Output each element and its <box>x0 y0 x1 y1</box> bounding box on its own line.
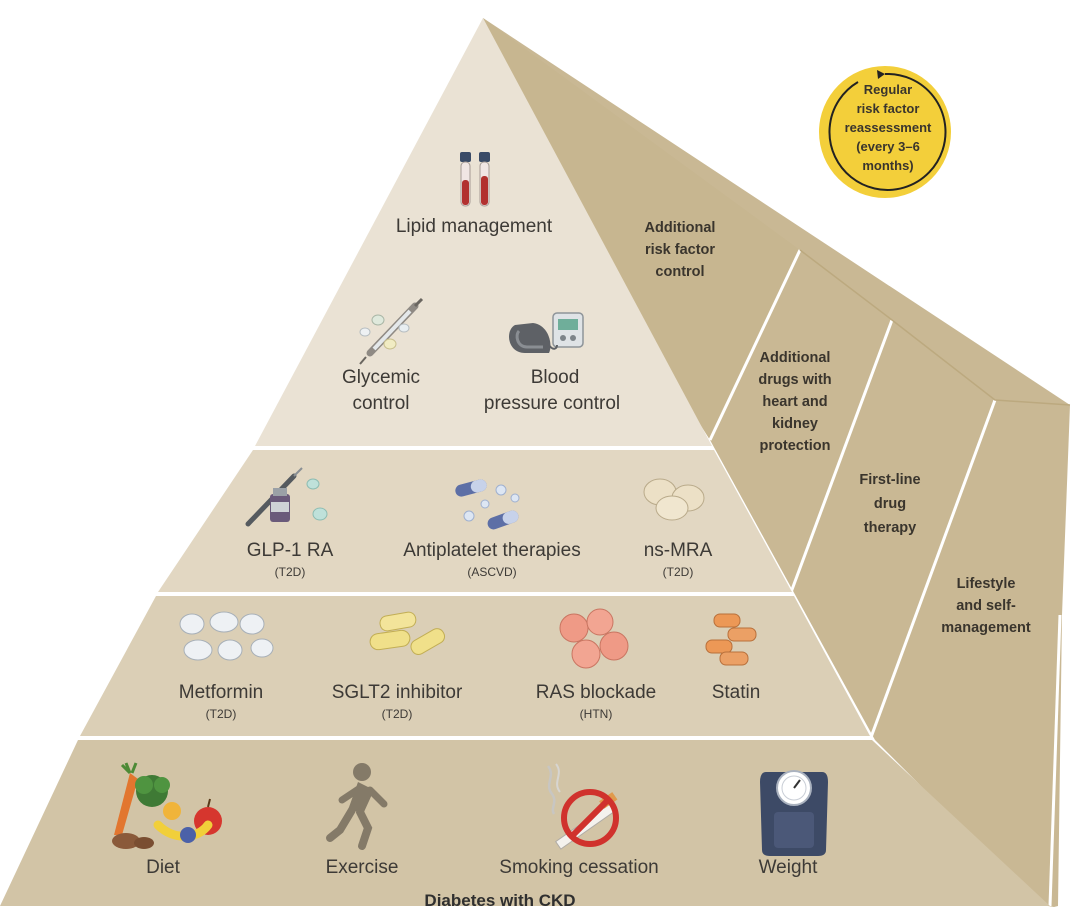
ras-note: (HTN) <box>580 707 613 721</box>
side-label-lifestyle: Lifestyle and self- management <box>941 576 1031 636</box>
glp1-note: (T2D) <box>275 565 306 579</box>
antiplatelet-note: (ASCVD) <box>467 565 516 579</box>
white-tablets-icon <box>179 611 274 661</box>
side-drugs-line4: kidney <box>772 416 818 432</box>
tier-3 <box>80 596 870 736</box>
side-drugs-line3: heart and <box>762 394 827 410</box>
antiplatelet-label: Antiplatelet therapies <box>403 540 580 561</box>
badge-line4: (every 3–6 <box>856 139 920 154</box>
ras-label: RAS blockade <box>536 682 656 703</box>
round-pills-icon <box>643 478 705 521</box>
yellow-capsules-icon <box>369 611 446 655</box>
side-drugs-line2: drugs with <box>758 372 831 388</box>
sglt2-note: (T2D) <box>382 707 413 721</box>
badge-line5: months) <box>862 158 913 173</box>
glycemic-label-line1: Glycemic <box>342 367 420 388</box>
nsmra-label: ns-MRA <box>644 540 713 561</box>
side-life-line1: Lifestyle <box>957 576 1016 592</box>
glp1-label: GLP-1 RA <box>247 540 334 561</box>
no-smoking-icon <box>546 763 619 850</box>
bp-monitor-icon <box>509 312 584 353</box>
side-risk-line2: risk factor <box>645 242 715 258</box>
side-life-line2: and self- <box>956 598 1016 614</box>
smoking-label: Smoking cessation <box>499 857 658 878</box>
side-risk-line1: Additional <box>645 220 716 236</box>
pyramid-side-face <box>483 18 1071 907</box>
side-label-first-line: First-line drug therapy <box>859 472 920 536</box>
statin-label: Statin <box>712 682 761 703</box>
diagram-caption: Diabetes with CKD <box>424 891 575 910</box>
syringe-pills-icon <box>359 297 424 365</box>
side-drugs-line5: protection <box>760 438 831 454</box>
nsmra-note: (T2D) <box>663 565 694 579</box>
sglt2-label: SGLT2 inhibitor <box>332 682 463 703</box>
bp-label-line2: pressure control <box>484 393 620 414</box>
side-label-additional-drugs: Additional drugs with heart and kidney p… <box>758 350 831 454</box>
orange-pills-icon <box>705 613 757 666</box>
injection-pen-icon <box>245 467 328 527</box>
side-first-line3: therapy <box>864 520 916 536</box>
badge-line1: Regular <box>864 82 912 97</box>
blood-tubes-icon <box>460 152 490 207</box>
exercise-label: Exercise <box>326 857 399 878</box>
lipid-management-label: Lipid management <box>396 216 553 237</box>
side-risk-line3: control <box>655 264 704 280</box>
glycemic-label-line2: control <box>352 393 409 414</box>
capsules-icon <box>455 479 520 530</box>
cycle-arrow-icon <box>828 72 947 191</box>
side-first-line2: drug <box>874 496 906 512</box>
metformin-label: Metformin <box>179 682 263 703</box>
badge-line3: reassessment <box>845 120 932 135</box>
weight-label: Weight <box>759 857 819 878</box>
scale-icon <box>760 770 828 856</box>
side-drugs-line1: Additional <box>760 350 831 366</box>
badge-line2: risk factor <box>857 101 920 116</box>
side-first-line1: First-line <box>859 472 920 488</box>
pink-tablets-icon <box>559 608 629 669</box>
side-label-additional-risk: Additional risk factor control <box>645 220 716 280</box>
reassessment-badge: Regular risk factor reassessment (every … <box>819 66 951 198</box>
bp-label-line1: Blood <box>531 367 580 388</box>
tier-top <box>255 18 712 446</box>
runner-icon <box>326 763 388 850</box>
fruits-vegetables-icon <box>112 762 222 849</box>
diet-label: Diet <box>146 857 181 878</box>
metformin-note: (T2D) <box>206 707 237 721</box>
side-life-line3: management <box>941 620 1031 636</box>
